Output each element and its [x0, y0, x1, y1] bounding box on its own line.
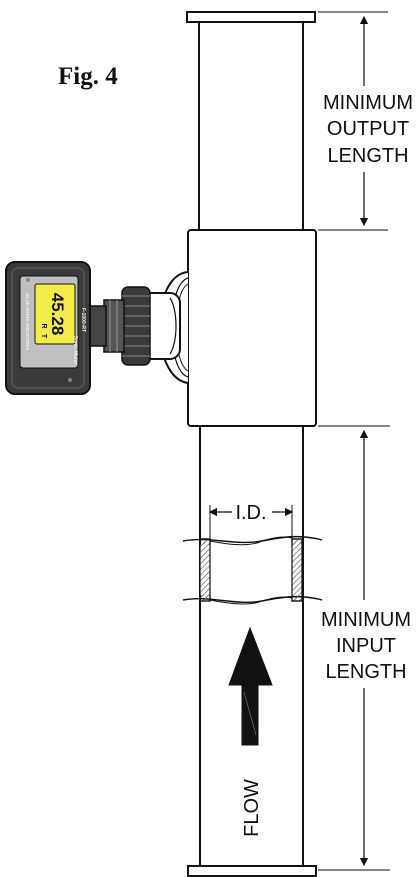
output-label-line-3: LENGTH: [327, 145, 408, 167]
meter-indicator-t: T: [40, 334, 47, 339]
output-pipe: [198, 22, 304, 230]
figure-title: Fig. 4: [58, 63, 118, 90]
output-label-line-2: OUTPUT: [327, 118, 409, 140]
pipe-cross-section: I.D.: [182, 502, 323, 605]
bottom-flange: [187, 865, 317, 877]
input-length-dimension: MINIMUM INPUT LENGTH: [318, 425, 411, 871]
meter-reading: 45.28: [48, 293, 67, 336]
flow-arrow: [228, 626, 273, 746]
meter-indicator-r: R: [40, 323, 47, 328]
input-label-line-1: MINIMUM: [321, 609, 411, 631]
transducer-connector: [87, 286, 181, 366]
meter-brand: BLUE-WHITE INDUSTRIES: [25, 294, 30, 351]
output-label-line-1: MINIMUM: [323, 92, 413, 114]
meter-product: Sonic-Meter: [72, 336, 78, 365]
input-label-line-2: INPUT: [336, 635, 396, 657]
top-flange: [186, 11, 316, 28]
inner-diameter-label: I.D.: [235, 502, 266, 524]
meter-model: F-1000-RT: [80, 308, 86, 332]
meter-display: [34, 283, 76, 345]
flow-meter: 45.28 T R BLUE-WHITE INDUSTRIES F-1000-R…: [5, 261, 91, 395]
tee-fitting: [158, 229, 317, 427]
output-length-dimension: MINIMUM OUTPUT LENGTH: [318, 11, 413, 231]
input-label-line-3: LENGTH: [325, 661, 406, 683]
flow-label: FLOW: [241, 779, 263, 837]
input-pipe: [199, 426, 304, 870]
